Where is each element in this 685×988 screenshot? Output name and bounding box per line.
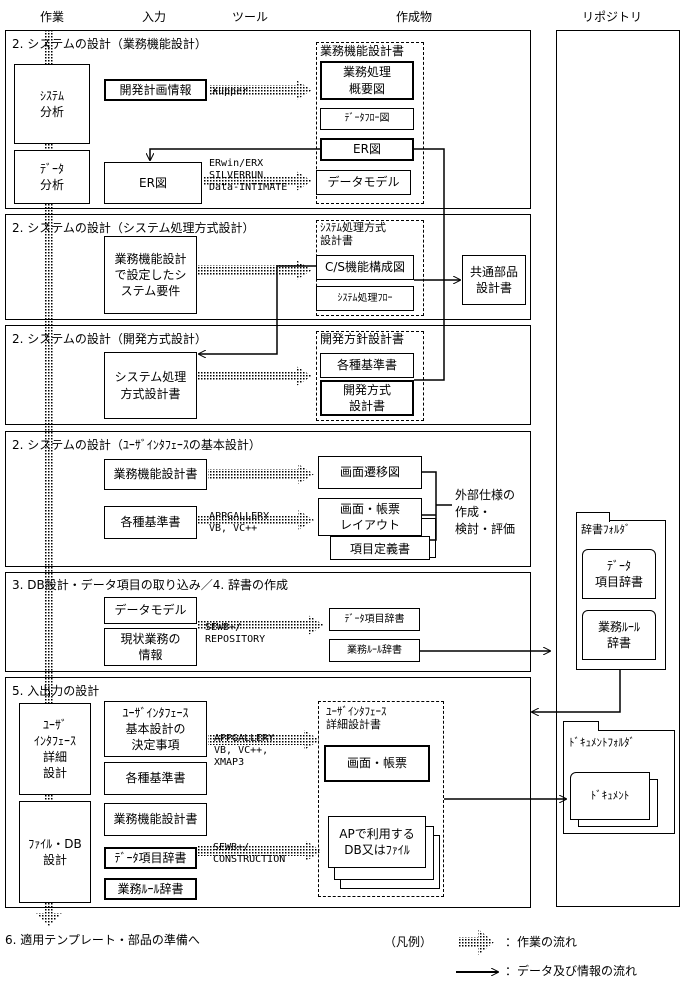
output-group-ui-detail-doc: [318, 701, 444, 897]
output-data-model[interactable]: データモデル: [316, 170, 411, 195]
section-title: 2. システムの設計（システム処理方式設計）: [12, 221, 255, 235]
input-func-design-doc-2[interactable]: 業務機能設計書: [104, 803, 207, 836]
output-proc-doc-title: ｼｽﾃﾑ処理方式 設計書: [320, 221, 386, 247]
tool-er-tools: ERwin/ERX SILVERRUN Data-INTIMATE: [209, 158, 288, 193]
output-business-rule-dict[interactable]: 業務ﾙｰﾙ辞書: [329, 639, 420, 662]
header-tool: ツール: [232, 10, 269, 24]
header-output: 作成物: [396, 10, 433, 24]
header-repository: リポジトリ: [582, 10, 643, 24]
section-title: 5. 入出力の設計: [12, 684, 100, 698]
work-data-analysis[interactable]: ﾃﾞｰﾀ 分析: [14, 150, 90, 204]
output-func-doc-title: 業務機能設計書: [320, 44, 405, 58]
input-system-requirements[interactable]: 業務機能設計 で設定したシ ステム要件: [104, 236, 197, 314]
output-dataflow-diagram[interactable]: ﾃﾞｰﾀﾌﾛｰ図: [320, 108, 414, 130]
output-dev-doc-title: 開発方針設計書: [320, 332, 405, 346]
repo-data-item-dict[interactable]: ﾃﾞｰﾀ 項目辞書: [582, 549, 656, 599]
output-layout[interactable]: 画面・帳票 レイアウト: [318, 498, 422, 536]
output-group-func-doc: [316, 42, 424, 204]
legend-data-flow: ：データ及び情報の流れ: [505, 964, 638, 978]
output-common-parts-doc[interactable]: 共通部品 設計書: [462, 255, 526, 305]
output-ui-detail-title: ﾕｰｻﾞｲﾝﾀﾌｪｰｽ 詳細設計書: [326, 705, 387, 731]
input-dev-plan-info[interactable]: 開発計画情報: [104, 79, 207, 101]
section-system-processing: [5, 214, 531, 320]
legend-work-flow: ：作業の流れ: [505, 935, 578, 949]
input-current-info[interactable]: 現状業務の 情報: [104, 628, 197, 666]
dict-folder-label: 辞書ﾌｫﾙﾀﾞ: [581, 523, 631, 536]
section-title: 2. システムの設計（開発方式設計）: [12, 332, 207, 346]
work-file-db-design[interactable]: ﾌｧｲﾙ・DB 設計: [19, 801, 91, 903]
output-proc-flow[interactable]: ｼｽﾃﾑ処理ﾌﾛｰ: [316, 286, 414, 311]
dict-folder-tab: [576, 512, 610, 522]
output-screen-transition[interactable]: 画面遷移図: [318, 456, 422, 489]
repo-business-rule-dict[interactable]: 業務ﾙｰﾙ 辞書: [582, 610, 656, 660]
section-db-design: [5, 572, 531, 672]
output-group-dev-doc: [316, 331, 424, 421]
input-data-model[interactable]: データモデル: [104, 597, 197, 624]
work-system-analysis[interactable]: ｼｽﾃﾑ 分析: [14, 64, 90, 144]
legend-title: （凡例）: [384, 935, 433, 949]
external-spec-label: 外部仕様の 作成・ 検討・評価: [455, 488, 516, 536]
section-title: 2. システムの設計（業務機能設計）: [12, 37, 207, 51]
header-work: 作業: [40, 10, 65, 24]
repository-column: [556, 30, 680, 907]
output-overview-diagram[interactable]: 業務処理 概要図: [320, 61, 414, 100]
section-ui-basic: [5, 431, 531, 567]
section-io-design: [5, 677, 531, 908]
output-ap-db-file[interactable]: APで利用する DB又はﾌｧｲﾙ: [328, 816, 426, 868]
input-ui-decisions[interactable]: ﾕｰｻﾞｲﾝﾀﾌｪｰｽ 基本設計の 決定事項: [104, 701, 207, 757]
output-data-item-dict[interactable]: ﾃﾞｰﾀ項目辞書: [329, 608, 420, 631]
section-title: 3. DB設計・データ項目の取り込み／4. 辞書の作成: [12, 578, 289, 592]
output-cs-diagram[interactable]: C/S機能構成図: [316, 255, 414, 280]
header-input: 入力: [142, 10, 167, 24]
input-standards[interactable]: 各種基準書: [104, 506, 197, 539]
section-title: 2. システムの設計（ﾕｰｻﾞｲﾝﾀﾌｪｰｽの基本設計）: [12, 438, 261, 452]
output-er-diagram[interactable]: ER図: [320, 138, 414, 161]
output-screen-form[interactable]: 画面・帳票: [324, 745, 430, 782]
section-business-function: [5, 30, 531, 209]
repo-document[interactable]: ﾄﾞｷｭﾒﾝﾄ: [570, 772, 650, 820]
input-standards-2[interactable]: 各種基準書: [104, 762, 207, 795]
output-dev-method-doc[interactable]: 開発方式 設計書: [320, 380, 414, 416]
input-data-item-dict[interactable]: ﾃﾞｰﾀ項目辞書: [104, 847, 197, 869]
doc-folder-label: ﾄﾞｷｭﾒﾝﾄﾌｫﾙﾀﾞ: [569, 736, 635, 749]
input-er-diagram[interactable]: ER図: [104, 162, 202, 204]
work-ui-detail-design[interactable]: ﾕｰｻﾞ ｲﾝﾀﾌｪｰｽ 詳細 設計: [19, 703, 91, 795]
section-dev-method: [5, 325, 531, 425]
doc-folder-tab: [563, 721, 599, 731]
input-business-rule-dict[interactable]: 業務ﾙｰﾙ辞書: [104, 878, 197, 900]
output-standards[interactable]: 各種基準書: [320, 353, 414, 378]
input-func-design-doc[interactable]: 業務機能設計書: [104, 459, 207, 490]
output-item-definition[interactable]: 項目定義書: [330, 536, 430, 560]
input-proc-design-doc[interactable]: システム処理 方式設計書: [104, 352, 197, 419]
next-step-label: 6. 適用テンプレート・部品の準備へ: [5, 933, 200, 947]
